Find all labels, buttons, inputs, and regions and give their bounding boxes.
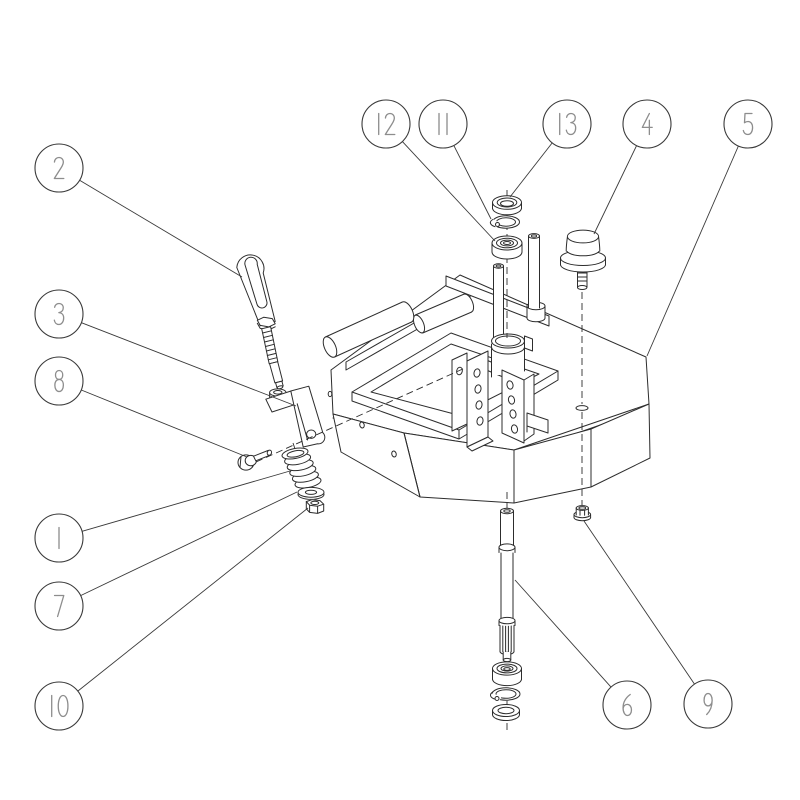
callout-balloons [34, 99, 773, 731]
height-bracket-plates [451, 350, 549, 452]
guide-rod-right [528, 233, 540, 309]
callout-12 [361, 99, 411, 149]
skirt-hole [359, 421, 365, 429]
callout-10 [34, 681, 84, 731]
roller-tube-rear [412, 293, 475, 334]
leader-line-9 [583, 520, 695, 685]
leader-line-8 [81, 389, 248, 458]
callout-1 [34, 513, 84, 563]
grease-cap [560, 229, 606, 290]
pivot-clevis [265, 385, 326, 448]
leader-line-11 [453, 145, 492, 220]
callout-8 [34, 356, 84, 406]
skirt-hole [391, 450, 397, 458]
leader-line-6 [514, 579, 612, 688]
spindle-shaft [498, 507, 516, 663]
roller-tube-front [322, 301, 415, 358]
callout-2 [34, 143, 84, 193]
leader-line-13 [509, 142, 553, 198]
flange-nut [573, 505, 592, 522]
leader-line-12 [402, 141, 496, 242]
guide-rod-left [493, 263, 504, 345]
upper-bearing [491, 235, 523, 260]
lower-race [492, 704, 520, 721]
callout-6 [602, 680, 652, 730]
skirt-hole [327, 390, 333, 398]
leader-line-10 [77, 507, 309, 692]
leader-line-5 [646, 145, 739, 357]
callout-11 [418, 99, 468, 149]
callout-7 [34, 581, 84, 631]
callout-5 [723, 99, 773, 149]
hex-nut [305, 499, 325, 514]
link-jam-nut [256, 316, 276, 328]
upper-snap-ring [484, 215, 520, 231]
lower-snap-ring [486, 687, 521, 705]
callout-9 [683, 679, 733, 729]
leader-line-3 [81, 322, 297, 407]
callout-4 [622, 99, 672, 149]
flat-washer [297, 486, 325, 500]
slotted-link [236, 254, 284, 390]
leader-lines [77, 141, 739, 692]
hex-bolt [237, 449, 273, 471]
leader-line-1 [81, 470, 291, 532]
callout-3 [34, 289, 84, 339]
spindle-boss [491, 333, 533, 378]
bearing-cup [492, 195, 522, 216]
leader-line-7 [80, 491, 298, 597]
deck-hole [575, 405, 589, 411]
leader-line-4 [593, 145, 638, 235]
callout-13 [542, 99, 592, 149]
compression-spring [281, 447, 322, 489]
leader-line-2 [79, 179, 243, 278]
lower-bearing [492, 661, 522, 687]
